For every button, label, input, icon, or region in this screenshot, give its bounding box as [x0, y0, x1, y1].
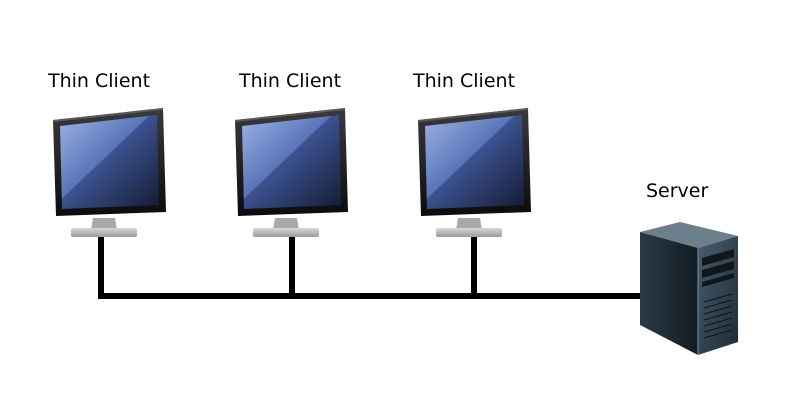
monitor-icon — [53, 108, 166, 237]
server-label: Server — [646, 180, 709, 202]
server-tower-icon — [640, 222, 738, 355]
network-cables — [98, 236, 644, 299]
client-label: Thin Client — [413, 70, 516, 92]
client-label: Thin Client — [48, 70, 151, 92]
monitor-icon — [235, 108, 348, 237]
monitor-icon — [418, 108, 531, 237]
client-label: Thin Client — [239, 70, 342, 92]
